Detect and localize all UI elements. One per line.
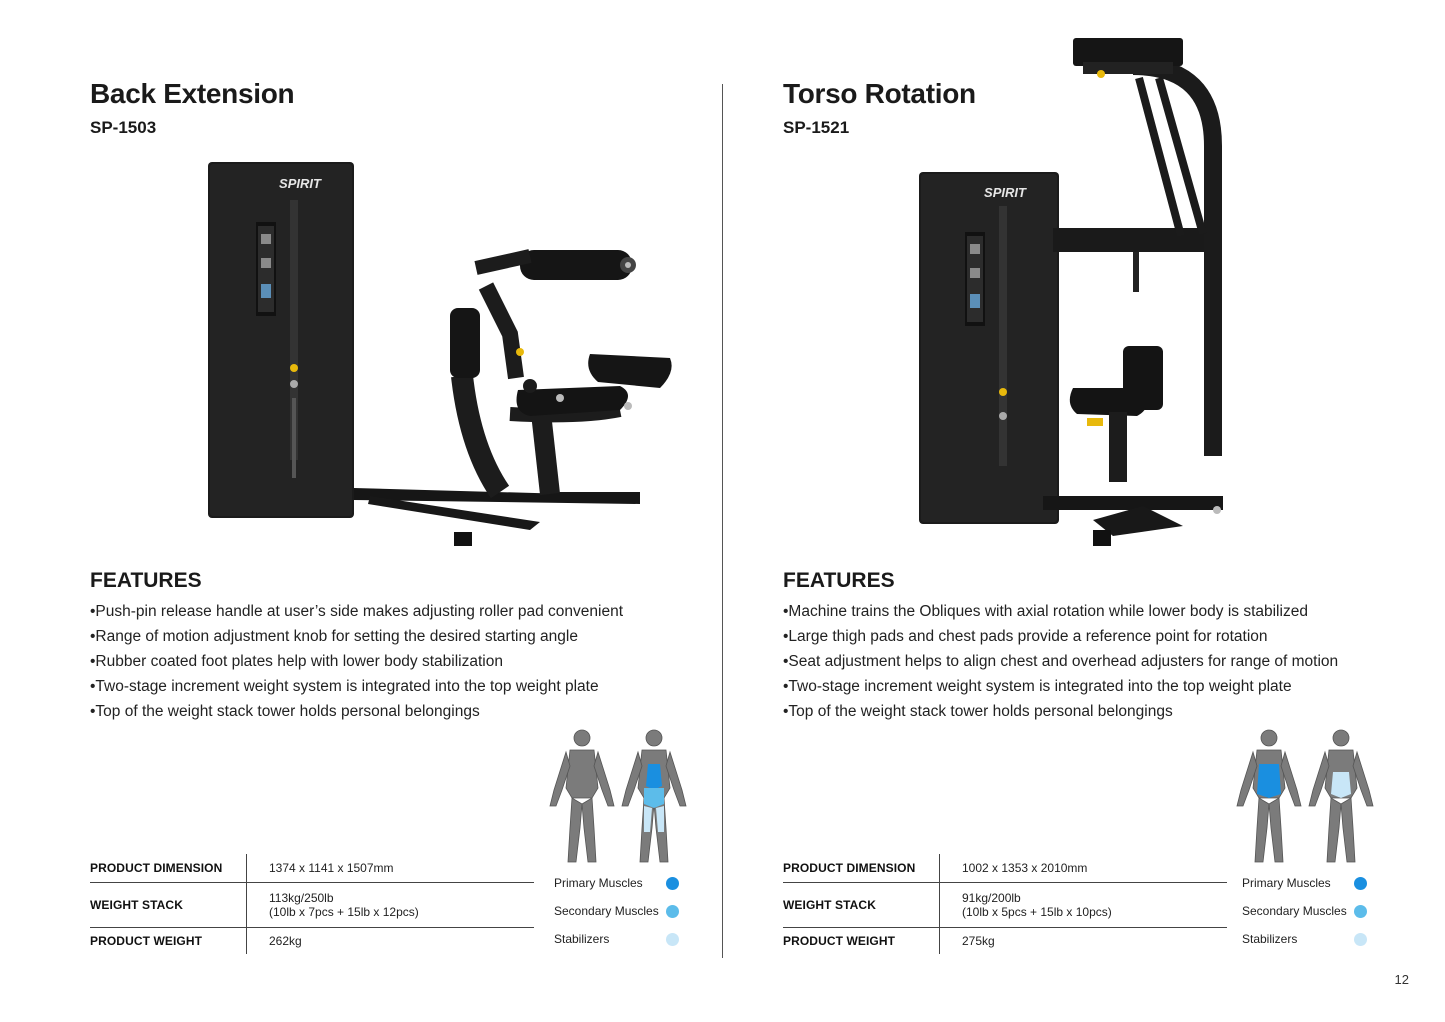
muscle-legend: Primary Muscles Secondary Muscles Stabil… [1242,874,1372,958]
product-model: SP-1521 [783,118,850,137]
spec-value-line: 91kg/200lb [962,891,1021,905]
spec-value: 91kg/200lb (10lb x 5pcs + 15lb x 10pcs) [939,882,1227,928]
legend-dot-stabilizers [1354,933,1367,946]
spec-value: 113kg/250lb (10lb x 7pcs + 15lb x 12pcs) [246,882,534,928]
feature-item: •Large thigh pads and chest pads provide… [783,628,1268,645]
primary-muscle-highlight [1257,764,1281,798]
column-divider [722,84,723,958]
feature-item: •Seat adjustment helps to align chest an… [783,653,1339,670]
spec-row-product-weight: PRODUCT WEIGHT 262kg [90,927,534,954]
legend-secondary: Secondary Muscles [1242,902,1372,930]
legend-label: Secondary Muscles [554,904,659,918]
spec-label: PRODUCT WEIGHT [90,934,203,948]
muscle-diagram [1236,729,1374,863]
legend-label: Primary Muscles [1242,876,1331,890]
legend-dot-primary [1354,877,1367,890]
feature-item: •Top of the weight stack tower holds per… [90,703,480,720]
spec-value: 1002 x 1353 x 2010mm [939,854,1227,883]
legend-dot-secondary [1354,905,1367,918]
legend-secondary: Secondary Muscles [554,902,684,930]
legend-label: Stabilizers [554,932,610,946]
front-body-figure [549,729,615,863]
feature-item: •Top of the weight stack tower holds per… [783,703,1173,720]
legend-dot-primary [666,877,679,890]
secondary-muscle-highlight [644,788,664,808]
brand-logo: SPIRIT [984,185,1027,200]
spec-label: PRODUCT DIMENSION [90,861,223,875]
machine-photo-torso-rotation: SPIRIT [919,38,1223,546]
features-list: •Push-pin release handle at user’s side … [90,599,623,724]
product-title: Back Extension [90,78,295,109]
spec-row-weight-stack: WEIGHT STACK 113kg/250lb (10lb x 7pcs + … [90,882,534,928]
legend-primary: Primary Muscles [1242,874,1372,902]
stabilizer-muscle-highlight [644,806,664,832]
spec-value: 1374 x 1141 x 1507mm [246,854,534,883]
spec-value-line: 113kg/250lb [269,891,334,905]
features-heading: FEATURES [783,569,895,592]
legend-primary: Primary Muscles [554,874,684,902]
feature-item: •Two-stage increment weight system is in… [783,678,1292,695]
spec-row-product-weight: PRODUCT WEIGHT 275kg [783,927,1227,954]
feature-item: •Push-pin release handle at user’s side … [90,603,624,620]
spec-label: PRODUCT DIMENSION [783,861,916,875]
feature-item: •Range of motion adjustment knob for set… [90,628,578,645]
spec-value: 275kg [939,927,1227,954]
machine-photo-back-extension: SPIRIT [208,162,672,546]
front-body-figure [1236,729,1302,863]
muscle-diagram [549,729,687,863]
spec-label: WEIGHT STACK [90,882,247,928]
spec-value: 262kg [246,927,534,954]
spec-label: WEIGHT STACK [783,882,940,928]
muscle-legend: Primary Muscles Secondary Muscles Stabil… [554,874,684,958]
spec-table: PRODUCT DIMENSION 1002 x 1353 x 2010mm W… [783,854,1227,954]
legend-label: Secondary Muscles [1242,904,1347,918]
spec-label: PRODUCT WEIGHT [783,934,896,948]
legend-label: Stabilizers [1242,932,1298,946]
primary-muscle-highlight [646,764,662,790]
legend-stabilizers: Stabilizers [554,930,684,958]
legend-dot-secondary [666,905,679,918]
spec-value-line: (10lb x 5pcs + 15lb x 10pcs) [962,905,1112,919]
feature-item: •Rubber coated foot plates help with low… [90,653,503,670]
stabilizer-muscle-highlight [1331,772,1351,798]
product-torso-rotation: Torso Rotation SP-1521 SPIRIT FEAT [783,0,1423,1022]
product-title: Torso Rotation [783,78,976,109]
spec-row-weight-stack: WEIGHT STACK 91kg/200lb (10lb x 5pcs + 1… [783,882,1227,928]
spec-table: PRODUCT DIMENSION 1374 x 1141 x 1507mm W… [90,854,534,954]
legend-dot-stabilizers [666,933,679,946]
feature-item: •Machine trains the Obliques with axial … [783,603,1308,620]
spec-row-dimension: PRODUCT DIMENSION 1002 x 1353 x 2010mm [783,854,1227,883]
spec-row-dimension: PRODUCT DIMENSION 1374 x 1141 x 1507mm [90,854,534,883]
legend-stabilizers: Stabilizers [1242,930,1372,958]
spec-value-line: (10lb x 7pcs + 15lb x 12pcs) [269,905,419,919]
brand-logo: SPIRIT [279,176,322,191]
product-model: SP-1503 [90,118,157,137]
page-number: 12 [1394,972,1409,987]
product-back-extension: Back Extension SP-1503 SPIRIT [90,0,730,1022]
features-list: •Machine trains the Obliques with axial … [783,599,1338,724]
legend-label: Primary Muscles [554,876,643,890]
feature-item: •Two-stage increment weight system is in… [90,678,599,695]
features-heading: FEATURES [90,569,202,592]
